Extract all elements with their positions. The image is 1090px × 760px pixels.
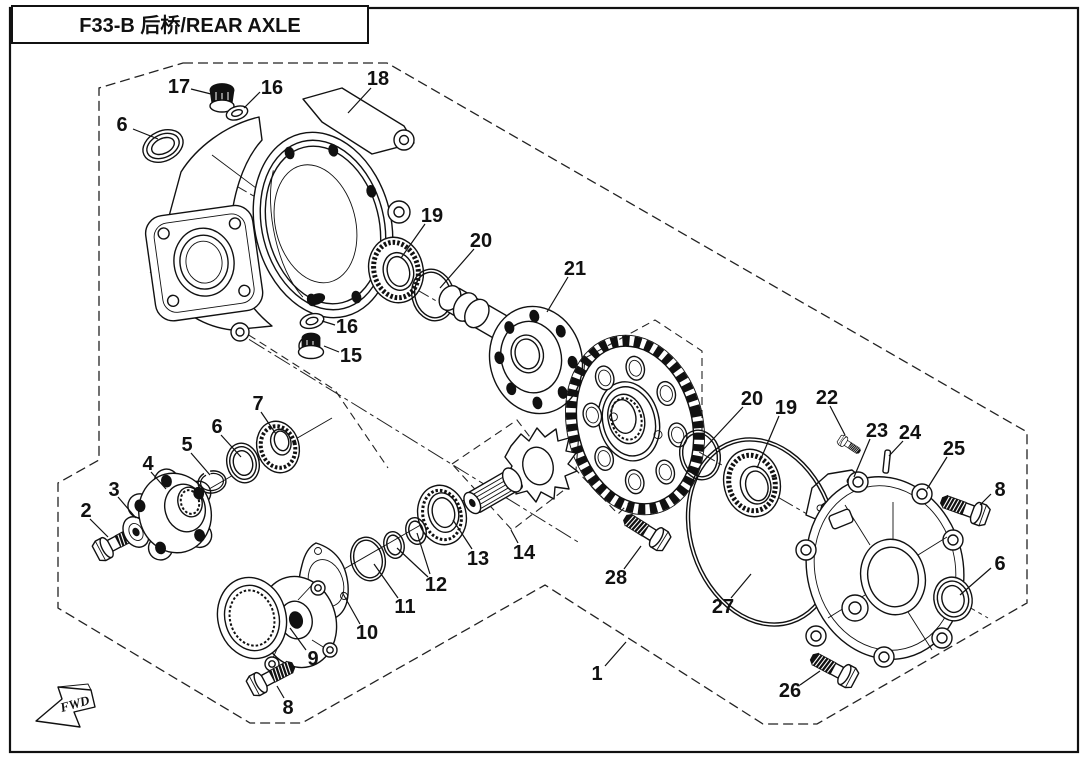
ring-gear bbox=[564, 334, 706, 516]
callout-label-3: 3 bbox=[108, 479, 119, 501]
callout-label-27: 27 bbox=[712, 596, 734, 618]
callout-label-19: 19 bbox=[775, 397, 797, 419]
oil-seal-right bbox=[933, 576, 973, 622]
callout-label-5: 5 bbox=[181, 434, 192, 456]
leader-line-20 bbox=[701, 406, 744, 452]
callout-label-20: 20 bbox=[470, 230, 492, 252]
leader-line-12 bbox=[396, 547, 429, 578]
callout-label-19: 19 bbox=[421, 205, 443, 227]
o-ring-11 bbox=[349, 536, 387, 582]
leader-line-9 bbox=[289, 627, 307, 651]
callout-label-11: 11 bbox=[394, 596, 415, 618]
leader-line-6 bbox=[220, 434, 242, 458]
leader-line-28 bbox=[623, 545, 642, 570]
callout-label-17: 17 bbox=[168, 76, 190, 98]
leader-line-4 bbox=[150, 471, 167, 490]
taper-bearing-19-left bbox=[367, 236, 425, 304]
leader-line-19 bbox=[756, 415, 780, 469]
hub-flange-21 bbox=[438, 284, 584, 415]
callout-label-21: 21 bbox=[564, 258, 586, 280]
bevel-pinion bbox=[463, 427, 578, 515]
callout-label-8: 8 bbox=[282, 697, 293, 719]
leader-line-17 bbox=[190, 88, 216, 96]
leader-line-18 bbox=[347, 87, 372, 114]
leader-line-22 bbox=[829, 405, 846, 436]
snap-ring-5 bbox=[197, 470, 227, 494]
sealing-washer-top bbox=[225, 105, 249, 121]
fwd-arrow: FWD bbox=[35, 683, 96, 728]
leader-line-6 bbox=[132, 128, 159, 140]
secondary-axis bbox=[197, 307, 579, 543]
leader-line-1 bbox=[604, 641, 627, 667]
leader-line-10 bbox=[341, 591, 361, 625]
callout-label-6: 6 bbox=[994, 553, 1005, 575]
leader-line-2 bbox=[89, 518, 109, 538]
leader-line-7 bbox=[260, 411, 277, 435]
callout-label-24: 24 bbox=[899, 422, 922, 444]
assembly-boundary bbox=[57, 62, 1028, 725]
callout-label-25: 25 bbox=[943, 438, 965, 460]
taper-bearing-7 bbox=[255, 420, 301, 474]
drain-plug-top bbox=[209, 83, 235, 113]
oil-seal-left bbox=[142, 129, 184, 163]
callout-label-13: 13 bbox=[467, 548, 489, 570]
leader-line-14 bbox=[510, 529, 519, 544]
page-title: F33-B 后桥/REAR AXLE bbox=[79, 14, 301, 37]
rear-cover-25 bbox=[795, 471, 965, 668]
callout-label-8: 8 bbox=[994, 479, 1005, 501]
leader-line-19 bbox=[400, 223, 426, 259]
oil-seal-6-mid bbox=[226, 442, 260, 484]
oil-plug bbox=[297, 332, 325, 360]
callout-label-14: 14 bbox=[513, 542, 536, 564]
callout-label-1: 1 bbox=[591, 663, 602, 685]
callout-label-18: 18 bbox=[367, 68, 389, 90]
leader-line-12 bbox=[416, 532, 431, 575]
leader-line-16 bbox=[321, 320, 336, 326]
leader-line-24 bbox=[888, 440, 904, 457]
sealing-washer-mid bbox=[299, 312, 325, 330]
leader-line-13 bbox=[452, 519, 473, 550]
callout-label-16: 16 bbox=[336, 316, 358, 338]
leader-line-25 bbox=[926, 456, 948, 490]
shim-set bbox=[383, 516, 427, 560]
leader-line-27 bbox=[730, 573, 752, 599]
leader-line-8 bbox=[276, 685, 285, 699]
leader-line-15 bbox=[323, 345, 340, 353]
bearing-carrier-9 bbox=[216, 575, 338, 672]
leader-line-3 bbox=[117, 496, 137, 519]
leader-line-20 bbox=[439, 248, 475, 289]
callout-label-20: 20 bbox=[741, 388, 763, 410]
callout-label-9: 9 bbox=[307, 648, 318, 670]
callout-label-12: 12 bbox=[425, 574, 447, 596]
leader-line-26 bbox=[799, 670, 821, 686]
title-box bbox=[11, 5, 369, 44]
ball-bearing-13 bbox=[416, 484, 468, 546]
callout-label-6: 6 bbox=[211, 416, 222, 438]
leader-line-11 bbox=[373, 563, 399, 599]
callout-label-15: 15 bbox=[340, 345, 362, 367]
callout-label-16: 16 bbox=[261, 77, 283, 99]
gear-case-housing bbox=[144, 87, 415, 356]
callout-label-28: 28 bbox=[605, 567, 627, 589]
leader-line-23 bbox=[853, 438, 871, 478]
leader-line-16 bbox=[243, 91, 261, 109]
callout-label-10: 10 bbox=[356, 622, 378, 644]
callout-label-22: 22 bbox=[816, 387, 838, 409]
callout-label-26: 26 bbox=[779, 680, 801, 702]
callout-label-7: 7 bbox=[252, 393, 263, 415]
taper-bearing-19-right bbox=[722, 448, 782, 518]
leader-line-5 bbox=[190, 452, 211, 476]
callout-label-4: 4 bbox=[142, 453, 154, 475]
callout-label-23: 23 bbox=[866, 420, 888, 442]
callout-label-2: 2 bbox=[80, 500, 91, 522]
leader-line-8 bbox=[979, 493, 992, 506]
leader-line-21 bbox=[546, 276, 569, 313]
leader-line-6 bbox=[959, 567, 992, 596]
callout-label-6: 6 bbox=[116, 114, 127, 136]
